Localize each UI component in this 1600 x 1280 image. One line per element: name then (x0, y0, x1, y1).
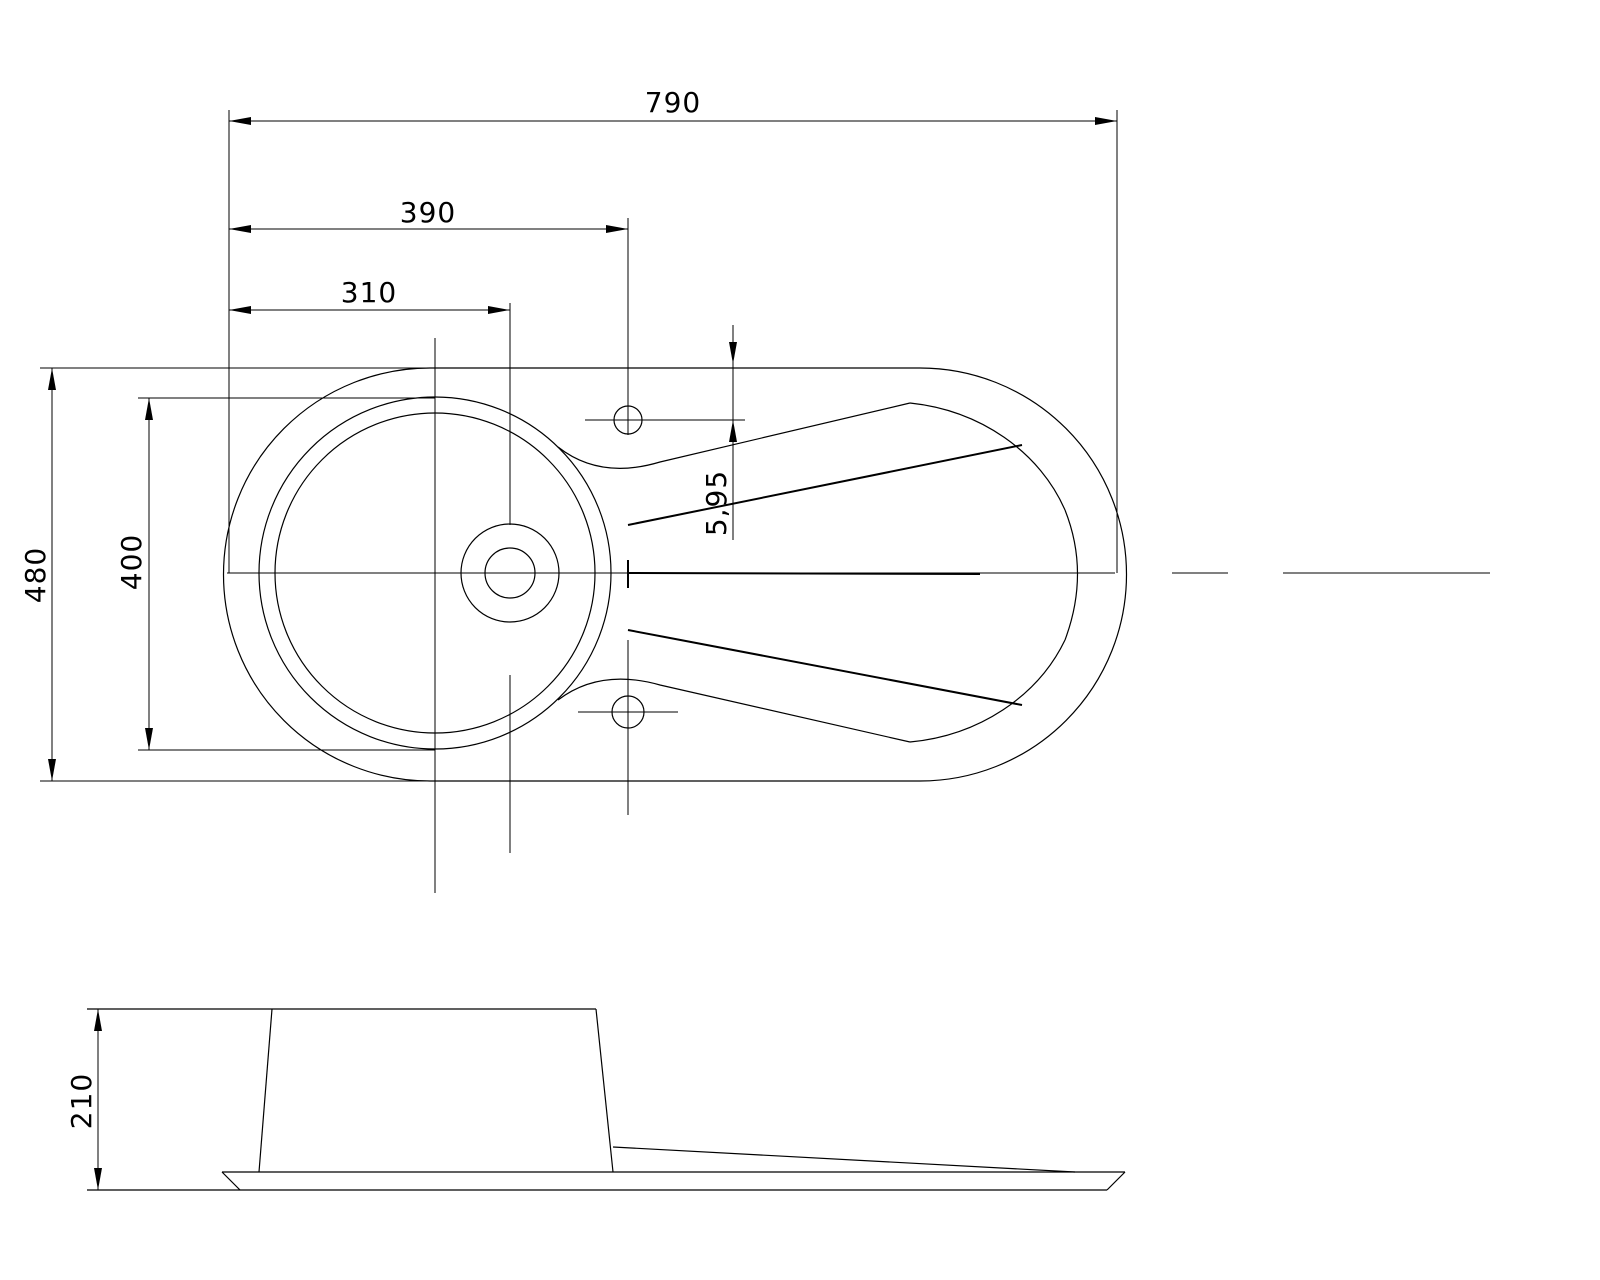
dimension-label-790: 790 (645, 86, 701, 119)
extension-lines (40, 110, 1118, 782)
tap-hole-lower (578, 640, 678, 815)
dimension-label-390: 390 (400, 196, 456, 229)
dimension-label-310: 310 (341, 276, 397, 309)
dimension-390: 390 (229, 196, 628, 233)
sink-outline (222, 367, 1128, 782)
dimension-480: 480 (19, 368, 56, 781)
dimension-label-210: 210 (65, 1073, 98, 1129)
side-view: 210 (65, 1008, 1126, 1191)
dimension-310: 310 (229, 276, 510, 314)
centre-lines (227, 218, 1490, 893)
dimension-label-480: 480 (19, 547, 52, 603)
dimension-400: 400 (115, 398, 153, 750)
dimension-label-5-95: 5,95 (700, 470, 733, 536)
dimension-label-400: 400 (115, 534, 148, 590)
side-profile (87, 1008, 1126, 1191)
tap-hole-upper (585, 310, 745, 435)
top-view: 790 390 310 480 400 (19, 86, 1490, 893)
dimension-790: 790 (229, 86, 1117, 125)
dimension-5-95: 5,95 (700, 325, 737, 540)
dimension-210: 210 (65, 1009, 102, 1190)
